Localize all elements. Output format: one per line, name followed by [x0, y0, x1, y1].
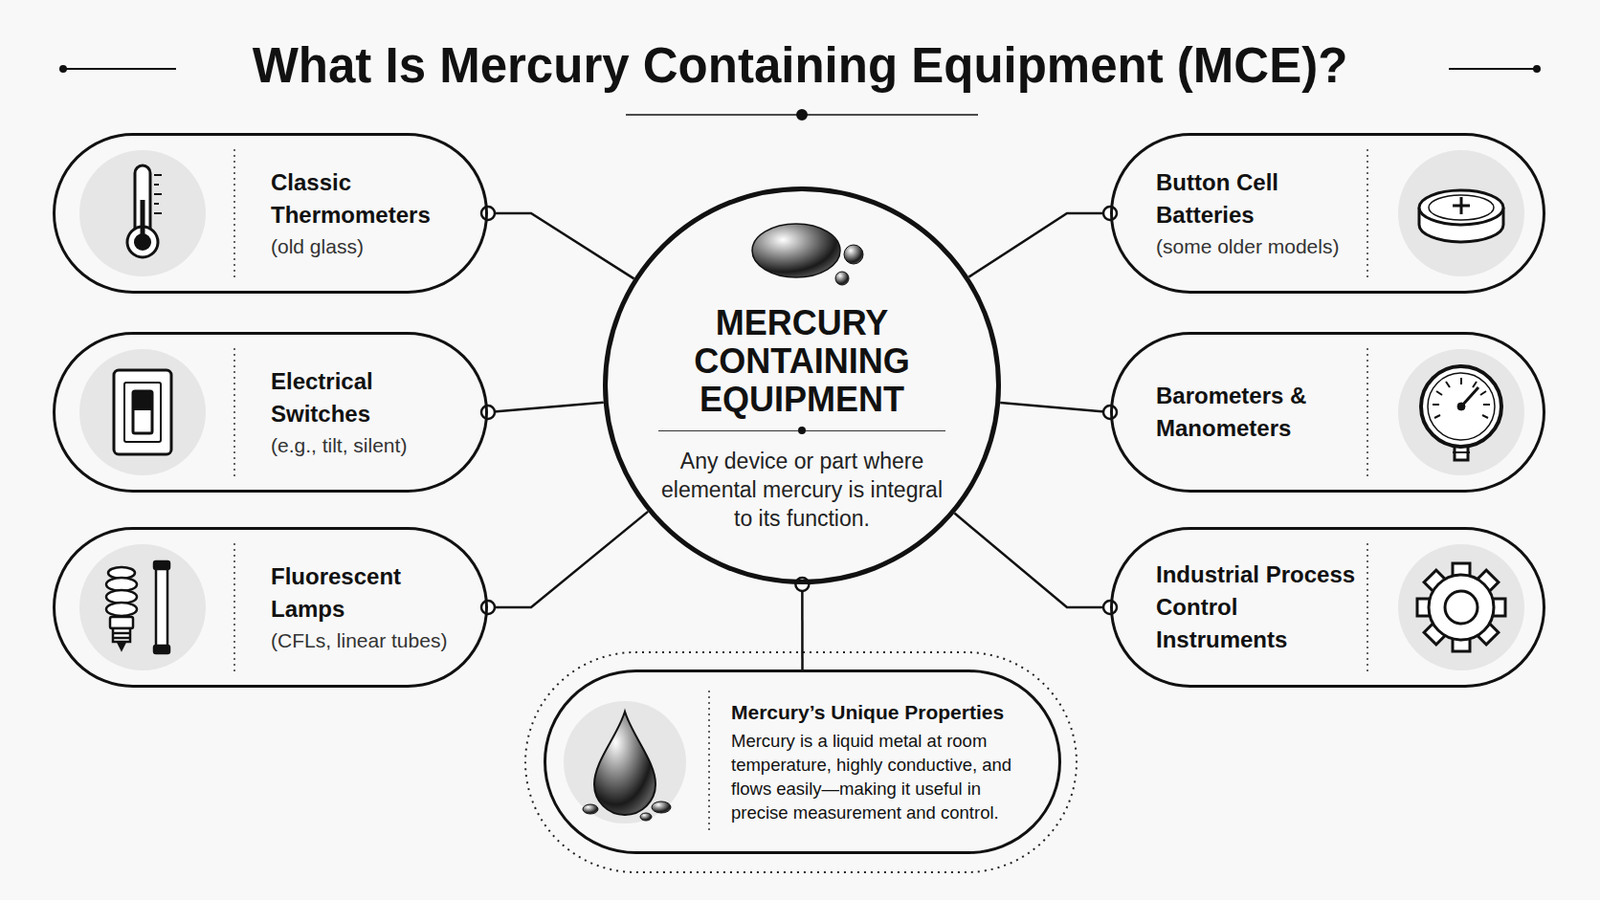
- droplet-icon: [582, 711, 671, 822]
- node-heading: Industrial Process Control Instruments: [1155, 558, 1362, 657]
- node-heading: Electrical Switches: [270, 365, 477, 431]
- node-body: (old glass): [270, 233, 477, 261]
- node-body: (e.g., tilt, silent): [270, 432, 477, 460]
- circle-divider: [658, 430, 946, 432]
- junction-dot: [481, 206, 495, 221]
- title: What Is Mercury Containing Equipment (MC…: [0, 36, 1600, 96]
- node-body: (some older models): [1155, 233, 1362, 261]
- node-heading: MERCURY CONTAINING EQUIPMENT: [648, 304, 956, 420]
- node-heading: Button Cell Batteries: [1155, 166, 1362, 232]
- battery-icon: [1419, 190, 1504, 243]
- node-heading: Barometers & Manometers: [1155, 379, 1362, 445]
- category-pill: Mercury’s Unique PropertiesMercury is a …: [543, 669, 1062, 855]
- junction-dot: [481, 405, 495, 420]
- connector-line: [1000, 402, 1111, 413]
- category-pill: Button Cell Batteries(some older models): [1110, 133, 1546, 294]
- category-pill: Classic Thermometers(old glass): [52, 133, 489, 294]
- connector-line: [968, 213, 1111, 278]
- node-body: (CFLs, linear tubes): [270, 627, 477, 655]
- center-circle: MERCURY CONTAINING EQUIPMENT Any device o…: [602, 186, 1001, 585]
- node-heading: Mercury’s Unique Properties: [731, 699, 1028, 726]
- divider-dot: [798, 426, 806, 435]
- category-pill: Industrial Process Control Instruments: [1110, 527, 1546, 689]
- switch-icon: [113, 370, 172, 455]
- lamp-icon: [106, 561, 170, 654]
- node-heading: Fluorescent Lamps: [270, 560, 477, 626]
- thermometer-icon: [127, 165, 162, 258]
- connector-line: [488, 213, 634, 279]
- gear-icon: [1417, 563, 1506, 652]
- mercury-blob: [752, 223, 864, 286]
- category-pill: Electrical Switches(e.g., tilt, silent): [52, 332, 489, 493]
- dotted-halo: [525, 652, 1077, 873]
- icon-backgrounds: [79, 150, 1525, 824]
- category-pill: Fluorescent Lamps(CFLs, linear tubes): [52, 527, 489, 689]
- node-heading: Classic Thermometers: [270, 166, 477, 232]
- category-pill: Barometers & Manometers: [1110, 332, 1546, 493]
- node-body: Mercury is a liquid metal at room temper…: [731, 729, 1028, 825]
- connector-line: [488, 402, 604, 413]
- connector-line: [488, 511, 648, 608]
- connector-line: [954, 513, 1111, 608]
- junction-dot: [481, 600, 495, 615]
- gauge-icon: [1421, 366, 1502, 461]
- connector-line: [800, 584, 804, 670]
- node-body: Any device or part where elemental mercu…: [658, 446, 946, 534]
